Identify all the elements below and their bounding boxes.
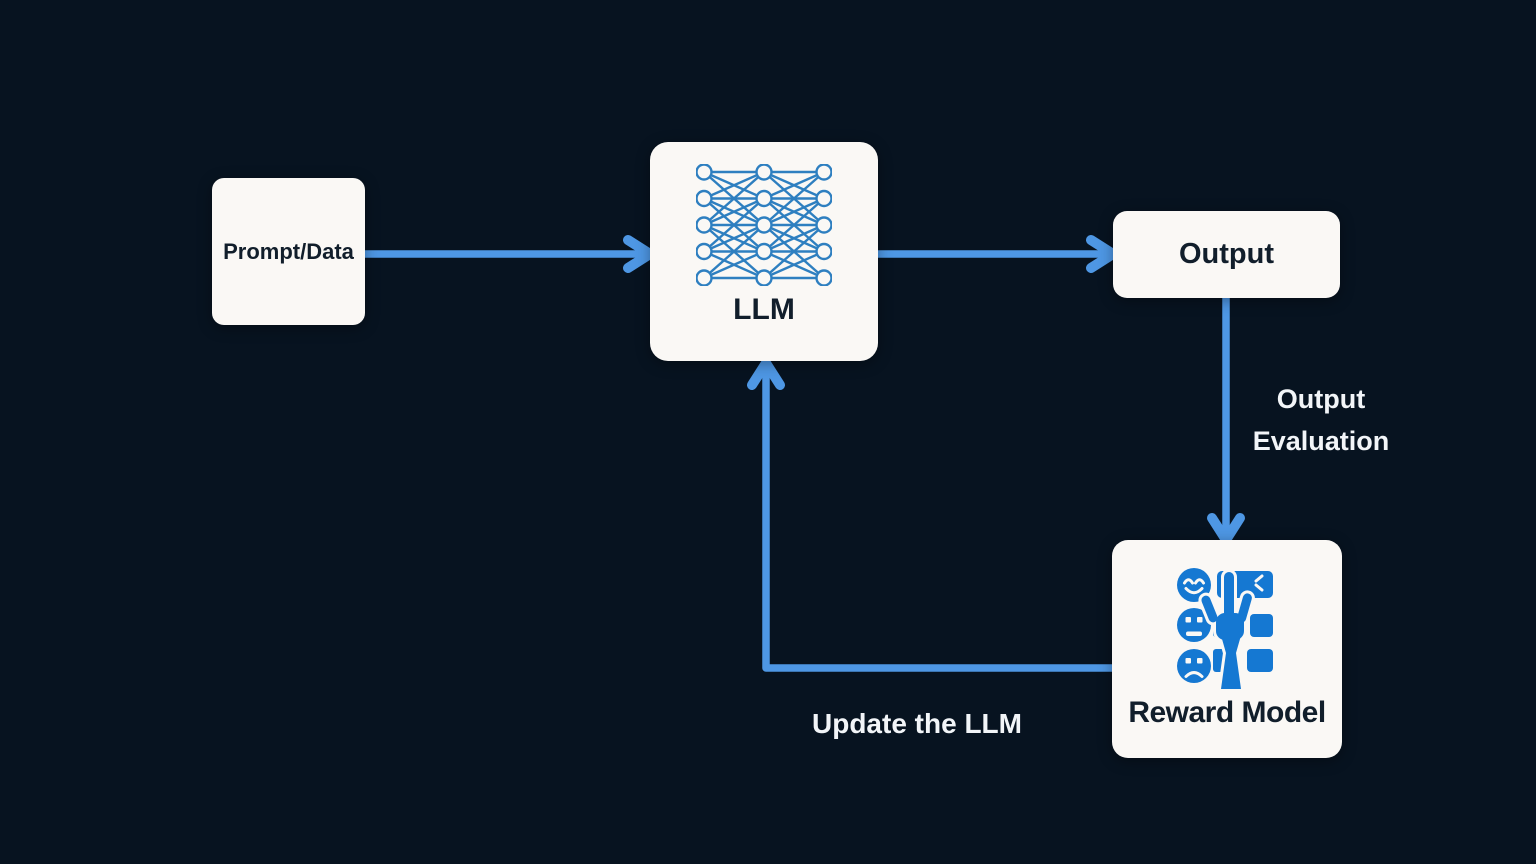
happy-face-icon: [1177, 568, 1211, 602]
output-evaluation-label: Output Evaluation: [1252, 384, 1390, 456]
neutral-face-icon: [1177, 608, 1211, 642]
prompt-data-label: Prompt/Data: [223, 238, 354, 264]
arrow-llm-to-output: [878, 235, 1118, 273]
llm-box: LLM: [650, 142, 878, 361]
neural-network-graphic: [696, 164, 832, 286]
arrow-reward-to-llm: [747, 358, 1112, 672]
output-label: Output: [1178, 238, 1274, 270]
sad-face-icon: [1177, 649, 1211, 683]
output-box: Output: [1113, 211, 1340, 298]
neural-network-icon: [696, 164, 832, 286]
reward-model-box: Reward Model: [1112, 540, 1342, 758]
human-feedback-rating-icon: [1177, 568, 1273, 694]
update-the-llm-label: Update the LLM: [812, 708, 1022, 739]
reward-model-label: Reward Model: [1128, 696, 1326, 729]
llm-label: LLM: [733, 293, 795, 326]
arrow-prompt-to-llm: [365, 235, 655, 273]
prompt-data-box: Prompt/Data: [212, 178, 365, 325]
